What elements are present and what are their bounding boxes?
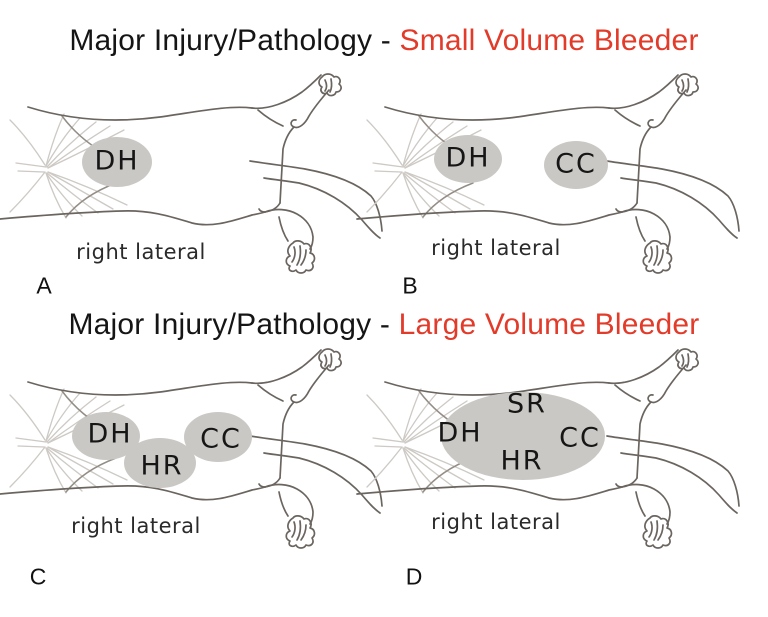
animal-drawing — [356, 73, 740, 274]
injury-region-C-1 — [124, 438, 196, 488]
title-top-black-text: Major Injury/Pathology - — [69, 24, 400, 57]
title-bottom-black-text: Major Injury/Pathology - — [68, 308, 399, 341]
injury-label-dh: DH — [87, 418, 133, 450]
view-caption: right lateral — [431, 236, 561, 260]
injury-region-B-0 — [434, 135, 502, 183]
injury-label-dh: DH — [437, 417, 483, 449]
injury-label-hr: HR — [500, 445, 544, 477]
animal-drawing — [0, 73, 383, 274]
injury-label-cc: CC — [559, 422, 601, 454]
panel-letter-d: D — [405, 563, 423, 590]
panel-letter-b: B — [402, 272, 418, 299]
injury-label-sr: SR — [507, 388, 547, 420]
title-top-red-text: Small Volume Bleeder — [399, 24, 699, 57]
injury-label-dh: DH — [94, 145, 140, 177]
injury-region-A-0 — [82, 137, 152, 187]
injury-region-B-1 — [544, 141, 608, 189]
view-caption: right lateral — [71, 514, 201, 538]
injury-region-C-2 — [184, 412, 252, 462]
view-caption: right lateral — [431, 510, 561, 534]
injury-label-cc: CC — [555, 148, 597, 180]
panel-letter-c: C — [29, 563, 47, 590]
view-caption: right lateral — [76, 240, 206, 264]
injury-label-cc: CC — [200, 423, 242, 455]
animal-drawing — [356, 348, 740, 549]
panel-letter-a: A — [36, 272, 52, 299]
title-bottom-red-text: Large Volume Bleeder — [398, 308, 700, 341]
injury-region-D-0 — [441, 392, 605, 480]
injury-label-hr: HR — [140, 450, 184, 482]
title-small-volume-bleeder: Major Injury/Pathology - Small Volume Bl… — [0, 24, 768, 58]
injury-label-dh: DH — [445, 142, 491, 174]
title-large-volume-bleeder: Major Injury/Pathology - Large Volume Bl… — [0, 308, 768, 342]
